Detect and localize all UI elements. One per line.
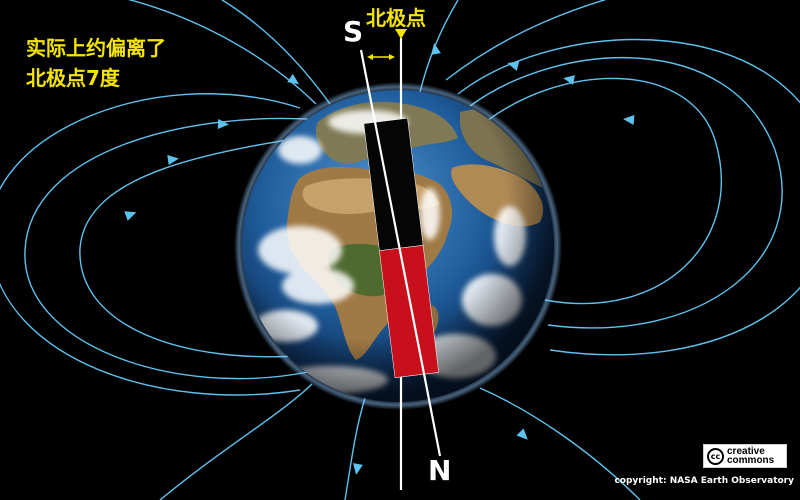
field-line-right-middle <box>469 57 783 329</box>
field-arrow <box>353 463 363 475</box>
annotation-line-1: 实际上约偏离了 <box>26 36 166 60</box>
magnet-south-label: S <box>343 15 364 48</box>
creative-commons-logo: cc creative commons <box>703 444 787 468</box>
field-arrow <box>124 211 137 221</box>
field-line-left-outer <box>0 93 301 396</box>
field-line-left-middle <box>24 117 323 380</box>
magnetic-axis-line <box>359 49 442 457</box>
field-line-bottom-mid <box>344 397 366 500</box>
field-arrow <box>167 155 179 165</box>
field-arrow <box>563 75 575 85</box>
field-line-right-top <box>445 0 607 81</box>
bar-magnet <box>363 117 439 378</box>
deviation-arrow <box>367 54 395 60</box>
field-arrow <box>623 115 635 125</box>
cc-word-commons: commons <box>727 455 775 466</box>
field-arrow <box>516 428 528 440</box>
field-arrow <box>507 61 520 71</box>
image-credit: copyright: NASA Earth Observatory <box>614 476 794 486</box>
field-line-left-top-far <box>220 0 331 105</box>
deviation-annotation: 实际上约偏离了 北极点7度 <box>26 33 226 93</box>
field-line-left-bottom <box>159 383 313 500</box>
field-arrow <box>431 43 441 55</box>
cc-badge-icon: cc <box>707 447 724 465</box>
field-line-right-bottom <box>479 387 641 500</box>
field-line-right-outer <box>457 38 800 356</box>
cc-word-creative: creative <box>727 446 765 457</box>
field-arrows <box>124 43 635 475</box>
magnet-north-label: N <box>428 454 452 487</box>
field-arrow <box>217 119 229 129</box>
field-line-left-inner <box>79 131 339 358</box>
field-arrow <box>287 73 300 85</box>
field-line-right-inner <box>477 77 722 305</box>
geographic-north-pole-label: 北极点 <box>366 6 426 30</box>
magnet-north-half <box>379 245 439 378</box>
annotation-line-2: 北极点7度 <box>26 66 120 90</box>
north-pole-marker-icon <box>395 29 407 39</box>
